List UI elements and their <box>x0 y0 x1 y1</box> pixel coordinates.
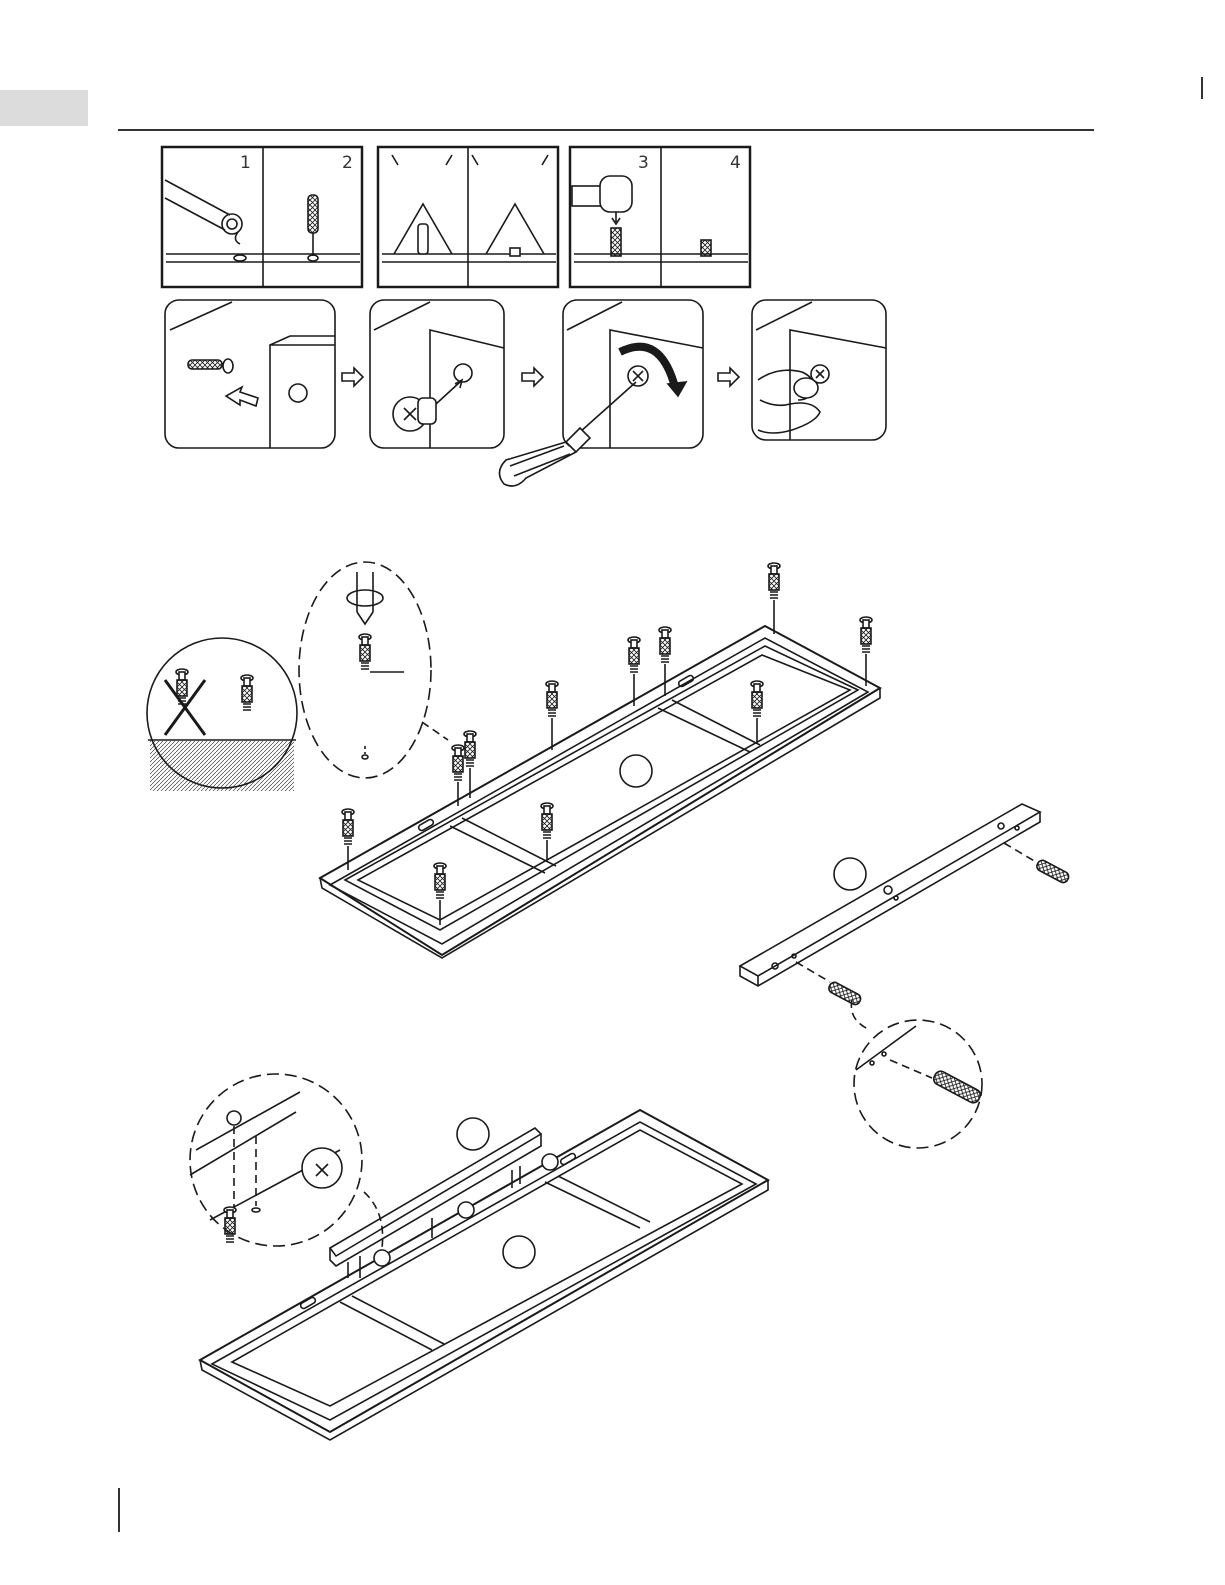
step-number-3: 3 <box>638 153 649 173</box>
cam-step-insert-bolt <box>165 300 335 448</box>
cam-step-tighten <box>499 300 703 486</box>
screwdriver-bolt-detail <box>299 562 448 778</box>
cam-bolt-icon <box>188 359 233 373</box>
part-callout-circle <box>503 1236 535 1268</box>
dowel-steps-panel-b <box>378 147 558 287</box>
dowel-steps-panel-c: 3 4 <box>570 147 750 287</box>
glue-bottle-icon <box>165 180 242 244</box>
part-callout-circle <box>620 755 652 787</box>
dowel-detail-circle <box>854 1020 982 1148</box>
cam-step-cover-cap <box>752 300 886 440</box>
rubber-mallet-icon <box>572 176 632 212</box>
bolt-depth-detail <box>147 638 297 791</box>
step-number-2: 2 <box>342 153 353 173</box>
assembled-frame-panel <box>200 1110 768 1440</box>
part-callout-circle <box>834 858 866 890</box>
cam-bolts-row <box>342 563 872 925</box>
wooden-dowel-icon <box>308 195 318 256</box>
step-number-1: 1 <box>240 153 251 173</box>
dowel-steps-panel-a: 1 2 <box>162 147 362 287</box>
arrow-right-icon <box>522 368 543 386</box>
top-rail-installed <box>330 1128 558 1278</box>
step-number-4: 4 <box>730 153 741 173</box>
wooden-dowel-icon <box>796 962 862 1006</box>
bottom-frame-panel <box>320 626 880 958</box>
side-rail-part <box>740 804 1040 986</box>
screwdriver-icon <box>499 382 636 486</box>
arrow-right-icon <box>718 368 739 386</box>
cam-lock-detail-circle <box>190 1074 362 1246</box>
cam-step-insert-lock <box>370 300 504 448</box>
arrow-right-icon <box>342 368 363 386</box>
part-callout-circle <box>457 1118 489 1150</box>
wooden-dowel-icon <box>1004 843 1070 884</box>
